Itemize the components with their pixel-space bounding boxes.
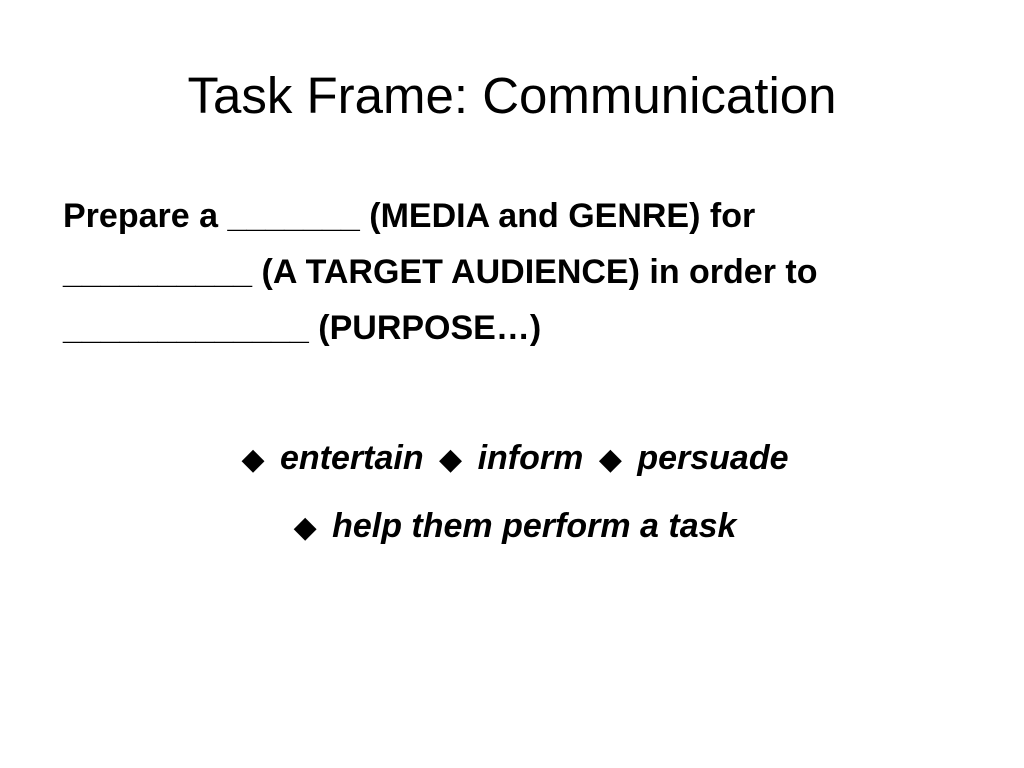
purpose-persuade: persuade: [637, 439, 789, 477]
diamond-bullet-icon: ◆: [439, 443, 463, 476]
purpose-row-2: ◆ help them perform a task: [0, 493, 1024, 561]
diamond-bullet-icon: ◆: [241, 443, 265, 476]
task-prompt: Prepare a _______ (MEDIA and GENRE) for …: [63, 188, 963, 356]
diamond-bullet-icon: ◆: [293, 511, 317, 544]
purpose-entertain: entertain: [280, 439, 424, 477]
slide-title: Task Frame: Communication: [187, 67, 837, 124]
purpose-task: help them perform a task: [332, 507, 737, 545]
purpose-row-1: ◆ entertain ◆ inform ◆ persuade: [0, 425, 1024, 493]
slide-body: Prepare a _______ (MEDIA and GENRE) for …: [63, 188, 963, 356]
prompt-line-2: __________ (A TARGET AUDIENCE) in order …: [63, 253, 818, 291]
purpose-inform: inform: [477, 439, 584, 477]
purpose-options: ◆ entertain ◆ inform ◆ persuade ◆ help t…: [0, 425, 1024, 561]
prompt-line-3: _____________ (PURPOSE…): [63, 309, 542, 347]
prompt-line-1: Prepare a _______ (MEDIA and GENRE) for: [63, 197, 756, 235]
diamond-bullet-icon: ◆: [598, 443, 622, 476]
